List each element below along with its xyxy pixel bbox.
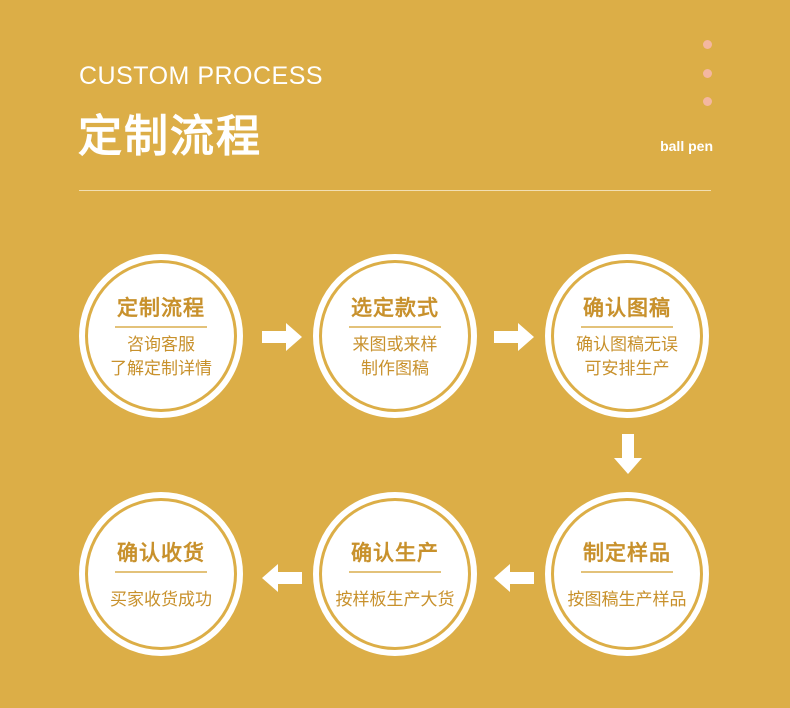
header-divider <box>79 190 711 191</box>
step-title: 确认收货 <box>115 537 207 573</box>
arrow-right-icon <box>494 323 534 351</box>
step-desc-line: 制作图稿 <box>361 358 429 379</box>
product-tag: ball pen <box>660 138 713 154</box>
decorative-dot <box>703 40 712 49</box>
arrow-left-icon <box>494 564 534 592</box>
step-desc-line: 来图或来样 <box>352 334 438 355</box>
step-desc-line: 确认图稿无误 <box>576 334 678 355</box>
decorative-dot <box>703 97 712 106</box>
step-title: 选定款式 <box>349 292 441 328</box>
step-title: 确认图稿 <box>581 292 673 328</box>
page-title: 定制流程 <box>78 111 262 162</box>
step-desc-line: 可安排生产 <box>584 358 670 379</box>
step-desc-line: 了解定制详情 <box>110 358 212 379</box>
step-title: 定制流程 <box>115 292 207 328</box>
step-6-circle: 确认收货 买家收货成功 <box>79 492 243 656</box>
arrow-left-icon <box>262 564 302 592</box>
step-2-circle: 选定款式 来图或来样 制作图稿 <box>313 254 477 418</box>
arrow-down-icon <box>614 434 642 474</box>
step-desc-line: 买家收货成功 <box>110 589 212 610</box>
english-title: CUSTOM PROCESS <box>79 62 324 90</box>
step-5-circle: 确认生产 按样板生产大货 <box>313 492 477 656</box>
step-title: 确认生产 <box>349 537 441 573</box>
arrow-right-icon <box>262 323 302 351</box>
step-desc-line: 按样板生产大货 <box>335 589 455 610</box>
step-1-circle: 定制流程 咨询客服 了解定制详情 <box>79 254 243 418</box>
step-desc-line: 咨询客服 <box>127 334 195 355</box>
decorative-dot <box>703 69 712 78</box>
step-3-circle: 确认图稿 确认图稿无误 可安排生产 <box>545 254 709 418</box>
step-title: 制定样品 <box>581 537 673 573</box>
step-desc-line: 按图稿生产样品 <box>567 589 687 610</box>
step-4-circle: 制定样品 按图稿生产样品 <box>545 492 709 656</box>
